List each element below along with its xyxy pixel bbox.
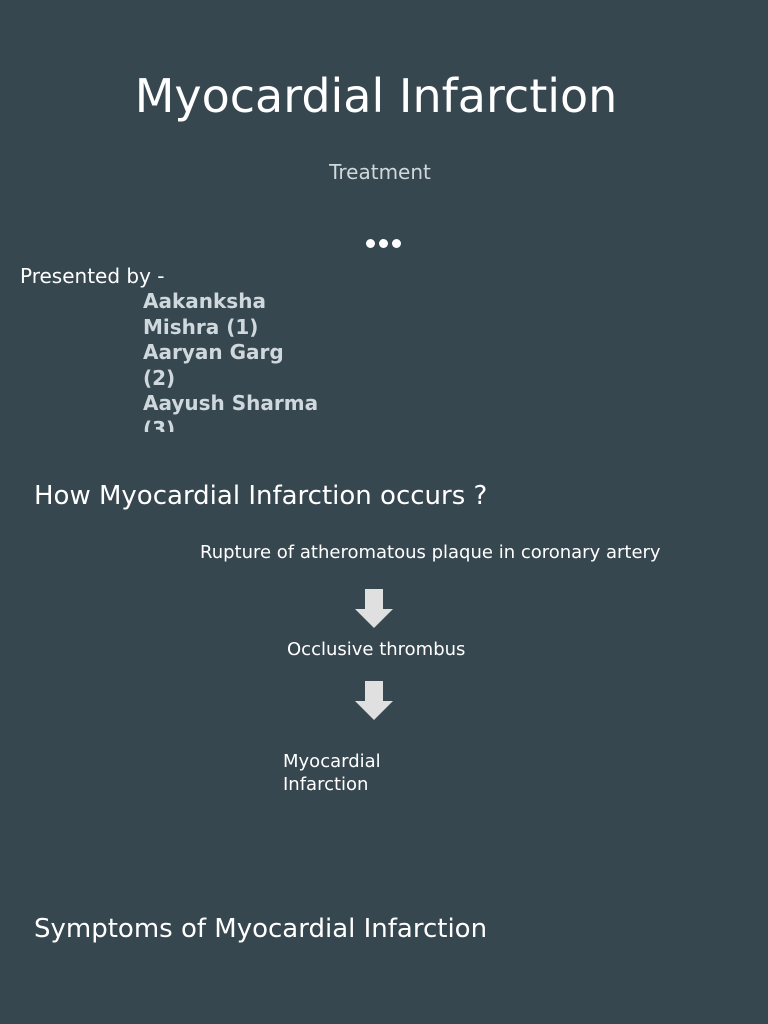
occurrence-heading: How Myocardial Infarction occurs ? xyxy=(34,481,488,511)
presenter-name: Mishra (1) xyxy=(143,314,259,339)
presenter-name: Aakanksha xyxy=(143,289,266,313)
presenter-name: (3) xyxy=(143,416,176,432)
arrow-down-icon xyxy=(355,589,393,628)
dot xyxy=(366,239,375,248)
more-dots-icon xyxy=(363,238,405,250)
presented-by-label: Presented by - xyxy=(20,264,165,288)
flow-result-line: Myocardial xyxy=(283,751,381,772)
flow-result: Myocardial Infarction xyxy=(283,750,413,796)
symptoms-heading: Symptoms of Myocardial Infarction xyxy=(34,914,488,944)
dot xyxy=(379,239,388,248)
flow-step: Rupture of atheromatous plaque in corona… xyxy=(200,542,661,563)
flow-result-line: Infarction xyxy=(283,774,369,795)
slide-title: Myocardial Infarction xyxy=(134,69,618,123)
slide-subtitle: Treatment xyxy=(329,160,431,184)
arrow-down-icon xyxy=(355,681,393,720)
dot xyxy=(392,239,401,248)
flow-step: Occlusive thrombus xyxy=(287,639,466,660)
presenter-name: (2) xyxy=(143,365,176,390)
presenter-name: Aaryan Garg xyxy=(143,340,284,365)
presenter-name: Aayush Sharma xyxy=(143,391,319,416)
presenter-list: Aakanksha Mishra (1) Aaryan Garg (2) Aay… xyxy=(143,289,363,432)
